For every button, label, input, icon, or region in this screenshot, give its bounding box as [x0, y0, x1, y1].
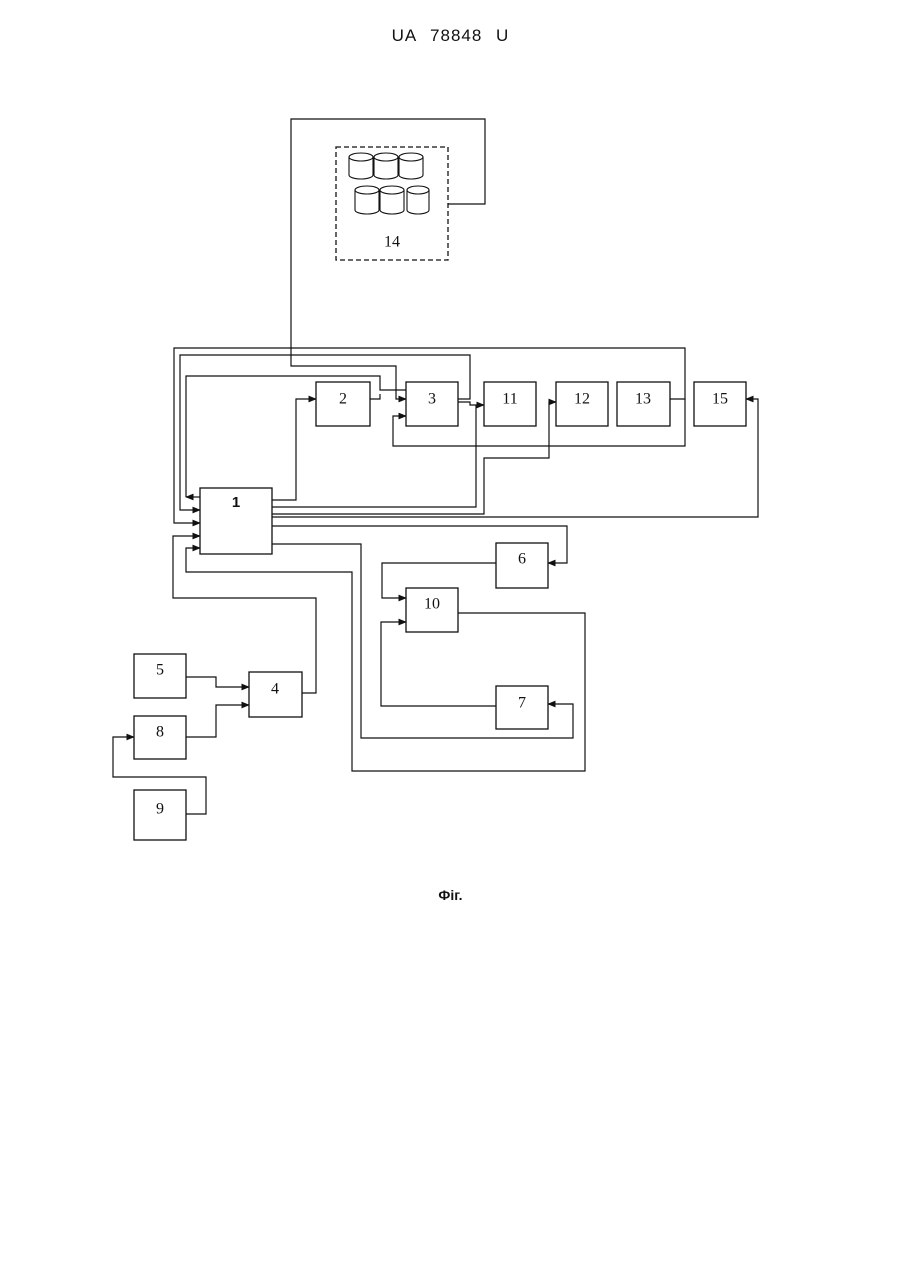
line-5-to-4 — [186, 677, 249, 687]
line-7-to-10 — [381, 622, 496, 706]
block-13: 13 — [617, 382, 670, 426]
block-5: 5 — [134, 654, 186, 698]
storage-block-14: 14 — [336, 147, 448, 260]
block-label-9: 9 — [156, 801, 164, 818]
block-label-10: 10 — [424, 596, 440, 613]
block-2: 2 — [316, 382, 370, 426]
figure-caption: Фіг. — [0, 887, 901, 903]
block-8: 8 — [134, 716, 186, 759]
database-cylinders-icon — [349, 153, 429, 214]
line-3-to-11 — [458, 402, 484, 405]
line-1-to-2 — [272, 399, 316, 500]
block-label-12: 12 — [574, 391, 590, 408]
block-12: 12 — [556, 382, 608, 426]
block-4: 4 — [249, 672, 302, 717]
line-4-to-1 — [173, 536, 316, 693]
connection-lines — [113, 119, 758, 814]
block-label-3: 3 — [428, 391, 436, 408]
block-15: 15 — [694, 382, 746, 426]
block-1: 1 — [200, 488, 272, 554]
block-label-7: 7 — [518, 695, 526, 712]
line-8-to-4 — [186, 705, 249, 737]
block-label-5: 5 — [156, 662, 164, 679]
line-2-to-3 — [370, 394, 380, 399]
block-label-8: 8 — [156, 724, 164, 741]
block-3: 3 — [406, 382, 458, 426]
block-label-4: 4 — [271, 681, 279, 698]
block-9: 9 — [134, 790, 186, 840]
block-label-15: 15 — [712, 391, 728, 408]
block-label-11: 11 — [502, 391, 517, 408]
block-label-2: 2 — [339, 391, 347, 408]
block-6: 6 — [496, 543, 548, 588]
line-3-to-1 — [180, 355, 470, 510]
block-11: 11 — [484, 382, 536, 426]
block-10: 10 — [406, 588, 458, 632]
block-label-14: 14 — [384, 234, 400, 251]
block-label-1: 1 — [232, 494, 240, 511]
block-7: 7 — [496, 686, 548, 729]
block-label-6: 6 — [518, 551, 526, 568]
block-label-13: 13 — [635, 391, 651, 408]
